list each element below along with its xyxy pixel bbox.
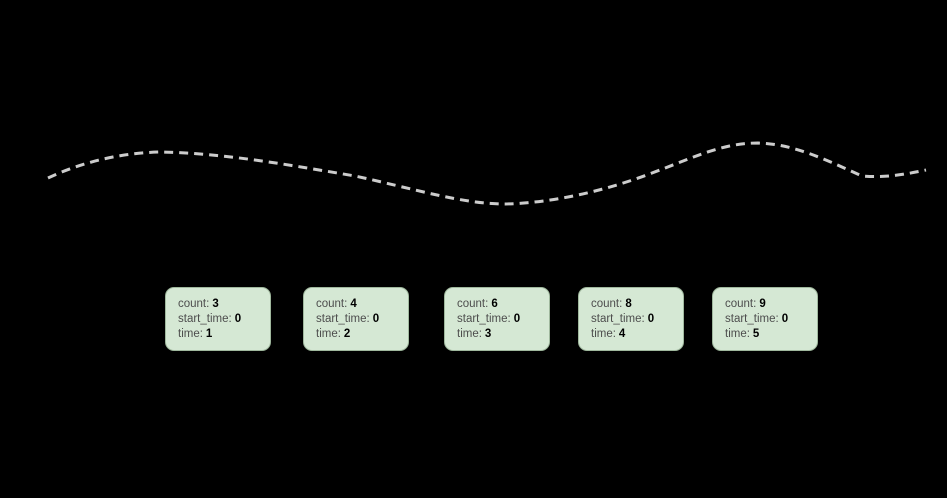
start-time-label: start_time: [457, 313, 511, 325]
time-value: 3 [484, 328, 492, 340]
count-field: count:9 [725, 297, 811, 312]
state-node-2: count:4 start_time:0 time:2 [303, 287, 409, 351]
start-time-field: start_time:0 [457, 312, 543, 327]
count-label: count: [178, 298, 210, 310]
time-label: time: [725, 328, 750, 340]
start-time-value: 0 [372, 313, 380, 325]
count-value: 4 [350, 298, 357, 310]
dashed-curve [47, 141, 927, 206]
count-field: count:6 [457, 297, 543, 312]
time-field: time:1 [178, 327, 264, 342]
dashed-curve-path [47, 141, 927, 206]
state-node-5: count:9 start_time:0 time:5 [712, 287, 818, 351]
count-field: count:4 [316, 297, 402, 312]
time-value: 4 [618, 328, 626, 340]
count-field: count:8 [591, 297, 677, 312]
count-label: count: [725, 298, 757, 310]
time-value: 5 [752, 328, 760, 340]
count-value: 8 [625, 298, 632, 310]
time-field: time:5 [725, 327, 811, 342]
time-label: time: [591, 328, 616, 340]
count-value: 9 [759, 298, 766, 310]
state-node-4: count:8 start_time:0 time:4 [578, 287, 684, 351]
time-field: time:4 [591, 327, 677, 342]
start-time-value: 0 [513, 313, 521, 325]
time-label: time: [457, 328, 482, 340]
time-value: 1 [205, 328, 213, 340]
time-label: time: [178, 328, 203, 340]
start-time-field: start_time:0 [316, 312, 402, 327]
time-field: time:2 [316, 327, 402, 342]
start-time-value: 0 [781, 313, 789, 325]
state-node-1: count:3 start_time:0 time:1 [165, 287, 271, 351]
start-time-label: start_time: [725, 313, 779, 325]
time-field: time:3 [457, 327, 543, 342]
count-label: count: [457, 298, 489, 310]
start-time-value: 0 [234, 313, 242, 325]
time-label: time: [316, 328, 341, 340]
start-time-field: start_time:0 [591, 312, 677, 327]
time-value: 2 [343, 328, 351, 340]
count-field: count:3 [178, 297, 264, 312]
start-time-value: 0 [647, 313, 655, 325]
state-node-3: count:6 start_time:0 time:3 [444, 287, 550, 351]
count-label: count: [591, 298, 623, 310]
start-time-label: start_time: [178, 313, 232, 325]
count-value: 3 [212, 298, 219, 310]
start-time-label: start_time: [316, 313, 370, 325]
start-time-field: start_time:0 [178, 312, 264, 327]
start-time-field: start_time:0 [725, 312, 811, 327]
count-label: count: [316, 298, 348, 310]
start-time-label: start_time: [591, 313, 645, 325]
count-value: 6 [491, 298, 498, 310]
